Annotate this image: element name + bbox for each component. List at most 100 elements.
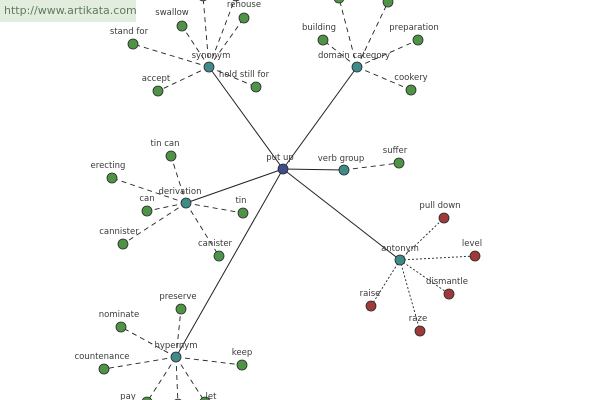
label-hypernym[interactable]: hypernym (154, 341, 197, 351)
site-watermark[interactable]: http://www.artikata.com (0, 0, 136, 22)
edge-hypernym-h_let (175, 356, 205, 400)
node-layer (98, 0, 481, 400)
label-a_dismantle[interactable]: dismantle (426, 277, 468, 287)
label-a_raise[interactable]: raise (360, 289, 381, 299)
node-h_pay[interactable] (141, 396, 153, 400)
edge-hypernym-h_nominate (120, 326, 177, 358)
label-h_countenance[interactable]: countenance (74, 352, 129, 362)
label-a_raze[interactable]: raze (409, 314, 427, 324)
node-h_countenance[interactable] (98, 363, 110, 375)
node-s_standfor[interactable] (127, 38, 139, 50)
label-h_nominate[interactable]: nominate (99, 310, 139, 320)
label-d_cookery[interactable]: cookery (394, 73, 427, 83)
label-s_rehouse[interactable]: rehouse (227, 0, 261, 10)
edge-center-domain (282, 66, 358, 170)
label-s_standfor[interactable]: stand for (110, 27, 149, 37)
edge-domain-d_cookery (356, 66, 412, 91)
node-a_pulldown[interactable] (438, 212, 450, 224)
edge-hypernym-h_b1 (175, 356, 179, 400)
edge-center-antonym (282, 168, 401, 261)
node-derivation[interactable] (180, 197, 192, 209)
label-r_erecting[interactable]: erecting (91, 161, 126, 171)
edge-synonym-s_accept (157, 66, 210, 92)
node-r_tincan[interactable] (165, 150, 177, 162)
label-v_suffer[interactable]: suffer (383, 146, 408, 156)
node-r_cannister[interactable] (117, 238, 129, 250)
edge-domain-d_top2 (356, 1, 389, 68)
node-h_let[interactable] (199, 396, 211, 400)
edge-derivation-r_cannister (122, 202, 187, 245)
edge-domain-d_top1 (339, 0, 358, 68)
label-r_canister[interactable]: canister (198, 239, 233, 249)
label-s_accept[interactable]: accept (142, 74, 171, 84)
label-r_cannister[interactable]: cannister (99, 227, 139, 237)
node-h_preserve[interactable] (175, 303, 187, 315)
edge-domain-d_preparation (356, 39, 419, 68)
label-d_preparation[interactable]: preparation (389, 23, 439, 33)
edge-antonym-a_dismantle (399, 259, 450, 295)
edge-hypernym-h_countenance (103, 356, 177, 370)
edge-hypernym-h_pay (147, 356, 177, 400)
edge-synonym-s_standfor (132, 43, 210, 68)
edge-antonym-a_level (399, 255, 476, 261)
node-a_level[interactable] (469, 250, 481, 262)
label-d_building[interactable]: building (302, 23, 336, 33)
label-h_pay[interactable]: pay (120, 392, 136, 400)
edge-verbgroup-v_suffer (343, 162, 400, 171)
label-a_level[interactable]: level (462, 239, 482, 249)
label-domain[interactable]: domain category (318, 51, 390, 61)
node-d_top1[interactable] (333, 0, 345, 4)
edge-antonym-a_raze (399, 259, 421, 332)
node-s_swallow[interactable] (176, 20, 188, 32)
label-verbgroup[interactable]: verb group (318, 154, 365, 164)
node-d_top2[interactable] (382, 0, 394, 8)
label-h_preserve[interactable]: preserve (159, 292, 196, 302)
node-verbgroup[interactable] (338, 164, 350, 176)
label-h_keep[interactable]: keep (232, 348, 252, 358)
node-domain[interactable] (351, 61, 363, 73)
node-antonym[interactable] (394, 254, 406, 266)
label-r_tin[interactable]: tin (235, 196, 246, 206)
edge-antonym-a_raise (370, 259, 401, 307)
label-center[interactable]: put up (266, 153, 294, 163)
edge-derivation-r_tin (185, 202, 244, 214)
node-hypernym[interactable] (170, 351, 182, 363)
node-a_raise[interactable] (365, 300, 377, 312)
node-v_suffer[interactable] (393, 157, 405, 169)
edge-synonym-s_rehouse (208, 17, 245, 68)
label-s_swallow[interactable]: swallow (155, 8, 189, 18)
node-s_top2[interactable] (231, 0, 241, 2)
node-d_building[interactable] (317, 34, 329, 46)
node-r_erecting[interactable] (106, 172, 118, 184)
node-s_top1[interactable] (198, 0, 208, 2)
node-center[interactable] (277, 163, 289, 175)
label-s_holdstill[interactable]: hold still for (219, 70, 270, 80)
node-synonym[interactable] (203, 61, 215, 73)
node-r_canister[interactable] (213, 250, 225, 262)
node-a_dismantle[interactable] (443, 288, 455, 300)
node-s_rehouse[interactable] (238, 12, 250, 24)
label-r_can[interactable]: can (139, 194, 154, 204)
edge-center-derivation (185, 168, 284, 204)
edge-synonym-s_top1 (202, 0, 210, 68)
node-h_keep[interactable] (236, 359, 248, 371)
node-d_preparation[interactable] (412, 34, 424, 46)
label-r_tincan[interactable]: tin can (150, 139, 179, 149)
node-a_raze[interactable] (414, 325, 426, 337)
label-derivation[interactable]: derivation (158, 187, 201, 197)
node-s_accept[interactable] (152, 85, 164, 97)
node-r_can[interactable] (141, 205, 153, 217)
node-d_cookery[interactable] (405, 84, 417, 96)
node-s_holdstill[interactable] (250, 81, 262, 93)
node-r_tin[interactable] (237, 207, 249, 219)
edge-center-synonym (208, 66, 284, 170)
label-layer: put up synonym domain category verb group de… (74, 0, 482, 400)
edge-center-verbgroup (282, 168, 345, 171)
edge-hypernym-h_preserve (175, 308, 182, 358)
label-synonym[interactable]: synonym (192, 51, 231, 61)
label-h_let[interactable]: let (206, 392, 218, 400)
node-h_nominate[interactable] (115, 321, 127, 333)
label-antonym[interactable]: antonym (381, 244, 419, 254)
label-a_pulldown[interactable]: pull down (419, 201, 460, 211)
